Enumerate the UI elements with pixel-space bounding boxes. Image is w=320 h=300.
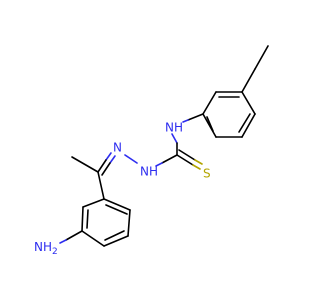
bond xyxy=(155,162,163,167)
tolyl-ring xyxy=(202,45,269,138)
bond xyxy=(171,133,178,144)
bond xyxy=(86,209,89,229)
atom-label-nh-amide: NH xyxy=(165,121,183,135)
bond xyxy=(97,171,105,200)
bond xyxy=(109,155,116,164)
bond xyxy=(124,154,138,164)
bond xyxy=(104,230,125,241)
bond xyxy=(206,116,214,132)
bond xyxy=(192,164,201,170)
methyl-bond xyxy=(71,156,99,173)
bond xyxy=(81,230,105,247)
atom-label-nh2-subscript: 2 xyxy=(52,247,58,257)
bond xyxy=(161,154,178,164)
bond xyxy=(238,113,251,133)
bond xyxy=(182,119,189,123)
bond xyxy=(241,91,256,115)
atom-label-n-imine: N xyxy=(113,141,122,155)
bond xyxy=(81,206,84,232)
bond xyxy=(59,239,67,244)
bond xyxy=(187,113,204,121)
bond xyxy=(105,204,128,215)
bond xyxy=(194,159,203,165)
bond xyxy=(241,113,256,138)
bond xyxy=(97,159,107,173)
bond xyxy=(65,230,83,241)
molecule-diagram: NH N NH S NH2 xyxy=(34,45,269,257)
bond xyxy=(103,235,129,247)
methyl-bond xyxy=(241,68,256,93)
bond xyxy=(202,91,217,115)
bond xyxy=(176,154,194,166)
atom-label-nh2-main: NH xyxy=(34,240,52,254)
bond xyxy=(82,198,105,208)
bond xyxy=(101,162,111,176)
bond xyxy=(202,113,217,138)
atom-label-nh-hydrazine: NH xyxy=(140,165,158,179)
atom-label-nh2: NH2 xyxy=(34,240,58,257)
bond xyxy=(105,152,112,161)
methyl-bond xyxy=(254,45,269,70)
bond xyxy=(127,209,131,237)
bond xyxy=(103,198,131,211)
bond xyxy=(178,149,196,161)
atom-label-s: S xyxy=(203,167,211,181)
aminophenyl-ring xyxy=(81,198,131,247)
